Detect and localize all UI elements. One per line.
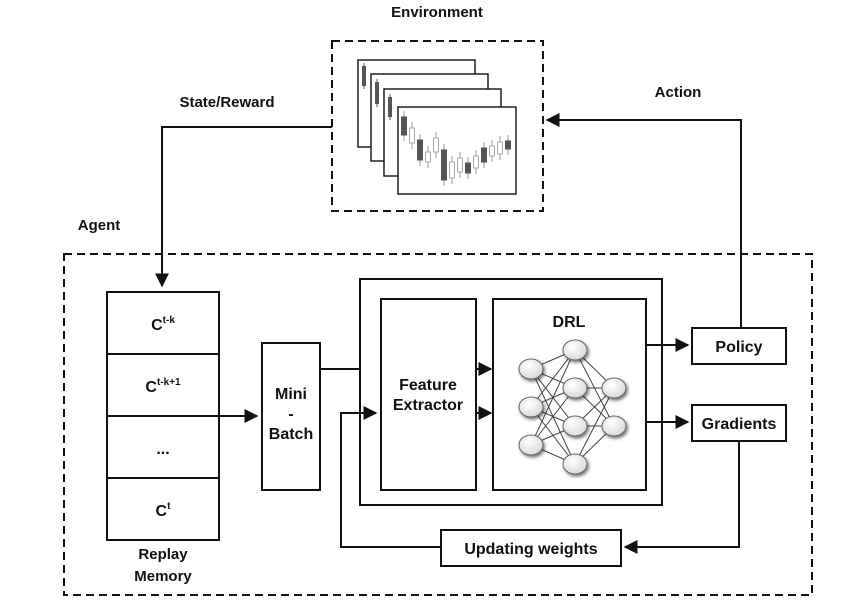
policy-box [691, 327, 787, 365]
candle-body [362, 66, 366, 86]
candle-body [388, 97, 392, 117]
updating-weights-box [440, 529, 622, 567]
candle-body [497, 141, 503, 155]
nn-edge [574, 387, 615, 465]
nn-node [518, 396, 544, 418]
candle-body [457, 157, 463, 173]
gradients-to-update-arrow [623, 441, 740, 554]
environment-label: Environment [391, 4, 483, 21]
neural-network-icon [518, 339, 627, 475]
memory-cell-0: Ct-k [151, 315, 175, 334]
action-arrow [545, 113, 742, 330]
candle-body [417, 139, 423, 161]
nn-node [562, 377, 588, 399]
drl-label: DRL [553, 314, 586, 331]
nn-node [601, 377, 627, 399]
candle-body [409, 127, 415, 144]
nn-edge [530, 387, 576, 446]
nn-node [601, 415, 627, 437]
agent-box [63, 253, 813, 596]
candle-body [465, 162, 471, 174]
candle-body [473, 155, 479, 169]
candle-body [505, 140, 511, 150]
nn-node [562, 453, 588, 475]
updating-weights-label: Updating weights [464, 541, 597, 558]
memory-cell-1: Ct-k+1 [145, 377, 181, 396]
nn-node [562, 339, 588, 361]
nn-node [562, 415, 588, 437]
candlestick-chart-stack [357, 59, 517, 195]
nn-edge [530, 349, 576, 446]
nn-node [518, 434, 544, 456]
replay-memory: Ct-k Ct-k+1 ... Ct [106, 291, 220, 541]
feature-extractor-box [380, 298, 477, 491]
candle-body [441, 149, 447, 181]
nn-edge [530, 349, 576, 408]
mini-batch-label: Mini-Batch [269, 386, 313, 443]
mini-batch-box [261, 342, 321, 491]
candle-body [433, 137, 439, 153]
state-reward-arrow [155, 126, 332, 288]
state-reward-label: State/Reward [179, 94, 274, 111]
nn-node [518, 358, 544, 380]
gradients-label: Gradients [702, 416, 777, 433]
candle-body [375, 82, 379, 104]
agent-label: Agent [78, 217, 121, 234]
candle-body [425, 151, 431, 163]
policy-label: Policy [715, 339, 762, 356]
action-label: Action [655, 84, 702, 101]
candle-body [401, 116, 407, 136]
memory-cell-3: Ct [156, 501, 172, 520]
candle-body [481, 147, 487, 163]
update-to-extractor-arrow [340, 406, 441, 548]
candle-body [449, 161, 455, 179]
gradients-box [691, 404, 787, 442]
memory-cell-2: ... [156, 441, 169, 458]
candle-body [489, 145, 495, 157]
